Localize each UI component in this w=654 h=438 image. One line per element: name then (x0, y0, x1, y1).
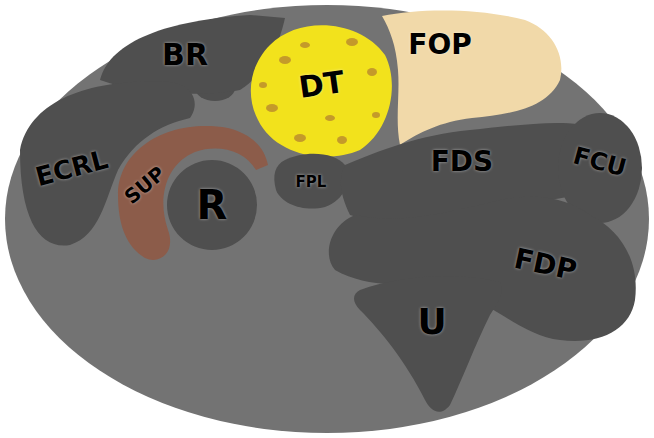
muscle-label: DT (297, 67, 346, 103)
tendon-hole (325, 115, 335, 121)
muscle-label: U (417, 304, 446, 340)
muscle-section: U (350, 268, 510, 420)
section-shape (118, 126, 268, 260)
section-shape (251, 25, 392, 156)
limb-section (5, 5, 649, 433)
muscle-section: R (167, 160, 257, 250)
tendon-hole (279, 56, 291, 64)
muscle-label: FOP (408, 31, 471, 59)
muscle-label: FDS (431, 148, 494, 176)
tendon-hole (372, 112, 380, 118)
muscle-label: R (197, 185, 228, 225)
section-shape (274, 154, 347, 209)
section-shape (167, 160, 257, 250)
tendon-hole (259, 82, 267, 88)
tendon-hole (266, 104, 278, 112)
tendon-hole (300, 42, 310, 48)
muscle-label: BR (162, 40, 208, 70)
muscle-section: DT (245, 15, 405, 165)
section-shape (354, 276, 502, 412)
tendon-hole (294, 134, 306, 142)
tendon-hole (346, 38, 358, 46)
muscle-label: FPL (296, 175, 327, 190)
tendon-hole (337, 136, 347, 144)
tendon-hole (367, 68, 377, 76)
section-outline (350, 268, 510, 420)
